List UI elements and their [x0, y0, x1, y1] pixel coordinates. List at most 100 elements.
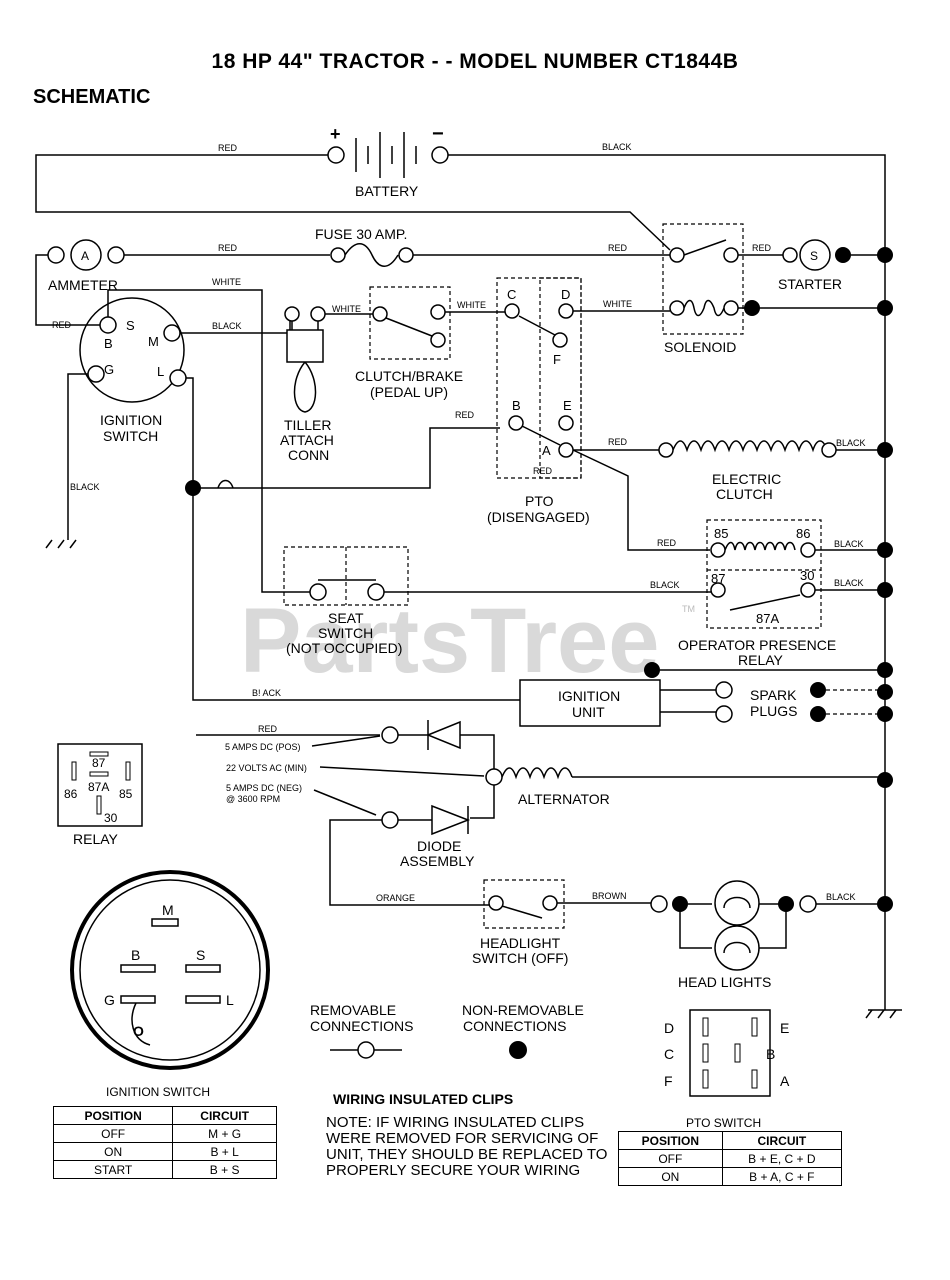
solenoid-label: SOLENOID [664, 339, 736, 355]
pto-terminal-e: E [563, 398, 572, 413]
table-header: POSITION [618, 1131, 723, 1150]
electric-clutch-label-1: ELECTRIC [712, 471, 781, 487]
battery-plus: + [330, 124, 341, 144]
legend: REMOVABLE CONNECTIONS NON-REMOVABLE CONN… [310, 1002, 584, 1059]
legend-non-removable-2: CONNECTIONS [463, 1018, 566, 1034]
wire-label: RED [608, 243, 628, 253]
diode-label-2: ASSEMBLY [400, 853, 475, 869]
pto-terminal-c: C [507, 287, 516, 302]
svg-text:O: O [133, 1023, 144, 1039]
svg-text:85: 85 [119, 787, 133, 801]
alternator: ALTERNATOR [501, 767, 610, 807]
relay-pinout: 87 87A 86 85 30 RELAY [57, 743, 143, 847]
wire-label: ORANGE [376, 893, 415, 903]
ign-terminal-s: S [126, 318, 135, 333]
ignition-unit-label-2: UNIT [572, 704, 605, 720]
wire-label: RED [533, 466, 553, 476]
seat-switch: SEAT SWITCH (NOT OCCUPIED) [283, 546, 409, 656]
starter-label: STARTER [778, 276, 842, 292]
table-header: CIRCUIT [172, 1106, 277, 1125]
tiller-label-1: TILLER [284, 417, 331, 433]
svg-text:A: A [780, 1073, 790, 1089]
svg-text:D: D [664, 1020, 674, 1036]
wire-label: RED [657, 538, 677, 548]
ign-label-1: IGNITION [100, 412, 162, 428]
wire-label: RED [455, 410, 475, 420]
svg-text:87A: 87A [88, 780, 109, 794]
head-lights: HEAD LIGHTS [650, 880, 817, 990]
starter-symbol: S [810, 249, 818, 263]
ign-terminal-b: B [104, 336, 113, 351]
wire-label: BLACK [836, 438, 866, 448]
ignition-switch: S B M G L IGNITION SWITCH [79, 297, 187, 444]
table-row: ON B + L [52, 1142, 277, 1161]
pto-table-caption: PTO SWITCH [686, 1116, 762, 1130]
pto-terminal-f: F [553, 352, 561, 367]
battery-minus: − [432, 123, 444, 145]
pto-terminal-a: A [542, 443, 551, 458]
svg-text:C: C [664, 1046, 674, 1062]
legend-non-removable-1: NON-REMOVABLE [462, 1002, 584, 1018]
ignition-unit-label-1: IGNITION [558, 688, 620, 704]
seat-label-2: SWITCH [318, 625, 373, 641]
pto-label-1: PTO [525, 493, 554, 509]
alt-note-2: 22 VOLTS AC (MIN) [226, 763, 307, 773]
relay-87: 87 [711, 571, 725, 586]
battery: + − BATTERY [327, 123, 449, 199]
ignition-unit: IGNITION UNIT [519, 679, 661, 727]
wire-label: RED [52, 320, 72, 330]
ignition-table-caption: IGNITION SWITCH [106, 1085, 210, 1099]
tiller-connector: TILLER ATTACH CONN [280, 306, 334, 463]
svg-text:L: L [226, 992, 234, 1008]
seat-label-1: SEAT [328, 610, 364, 626]
legend-removable-1: REMOVABLE [310, 1002, 396, 1018]
ign-terminal-m: M [148, 334, 159, 349]
spark-label-1: SPARK [750, 687, 797, 703]
alt-note-3: 5 AMPS DC (NEG) [226, 783, 302, 793]
svg-text:F: F [664, 1073, 673, 1089]
starter: S STARTER [778, 239, 851, 292]
svg-text:30: 30 [104, 811, 118, 825]
clips-note: NOTE: IF WIRING INSULATED CLIPS WERE REM… [326, 1114, 608, 1179]
spark-label-2: PLUGS [750, 703, 797, 719]
relay-30: 30 [800, 568, 814, 583]
headlight-switch: HEADLIGHT SWITCH (OFF) [472, 879, 568, 966]
electric-clutch: ELECTRIC CLUTCH [658, 440, 837, 502]
pto-switch-face: D E C B F A [664, 1009, 790, 1097]
wire-label: BROWN [592, 891, 627, 901]
wire-label: BLACK [602, 142, 632, 152]
table-header: POSITION [52, 1106, 174, 1125]
svg-text:B: B [131, 947, 140, 963]
alternator-label: ALTERNATOR [518, 791, 610, 807]
wire-label: BLACK [650, 580, 680, 590]
table-row: START B + S [52, 1160, 277, 1179]
ammeter: A AMMETER [47, 239, 125, 293]
diode-assembly: DIODE ASSEMBLY [381, 720, 503, 869]
seat-label-3: (NOT OCCUPIED) [286, 640, 402, 656]
ign-terminal-l: L [157, 364, 164, 379]
fuse-label: FUSE 30 AMP. [315, 226, 407, 242]
relay-87a: 87A [756, 611, 779, 626]
table-row: ON B + A, C + F [618, 1167, 843, 1186]
pto-terminal-d: D [561, 287, 570, 302]
svg-text:G: G [104, 992, 115, 1008]
wire-label: WHITE [212, 277, 241, 287]
spark-plugs: SPARK PLUGS [715, 681, 826, 723]
page-title: 18 HP 44" TRACTOR - - MODEL NUMBER CT184… [211, 50, 739, 73]
svg-text:E: E [780, 1020, 789, 1036]
solenoid: SOLENOID [662, 223, 744, 355]
relay-85: 85 [714, 526, 728, 541]
svg-text:M: M [162, 902, 174, 918]
svg-text:S: S [196, 947, 205, 963]
tiller-label-2: ATTACH [280, 432, 334, 448]
table-row: OFF M + G [52, 1124, 277, 1143]
diode-label-1: DIODE [417, 838, 461, 854]
clutch-brake-switch: CLUTCH/BRAKE (PEDAL UP) [355, 286, 463, 400]
table-header: CIRCUIT [721, 1131, 843, 1150]
wire-label: B! ACK [252, 688, 281, 698]
wire-label: BLACK [834, 578, 864, 588]
pto-terminal-b: B [512, 398, 521, 413]
svg-text:B: B [766, 1046, 775, 1062]
svg-text:86: 86 [64, 787, 78, 801]
battery-label: BATTERY [355, 183, 419, 199]
